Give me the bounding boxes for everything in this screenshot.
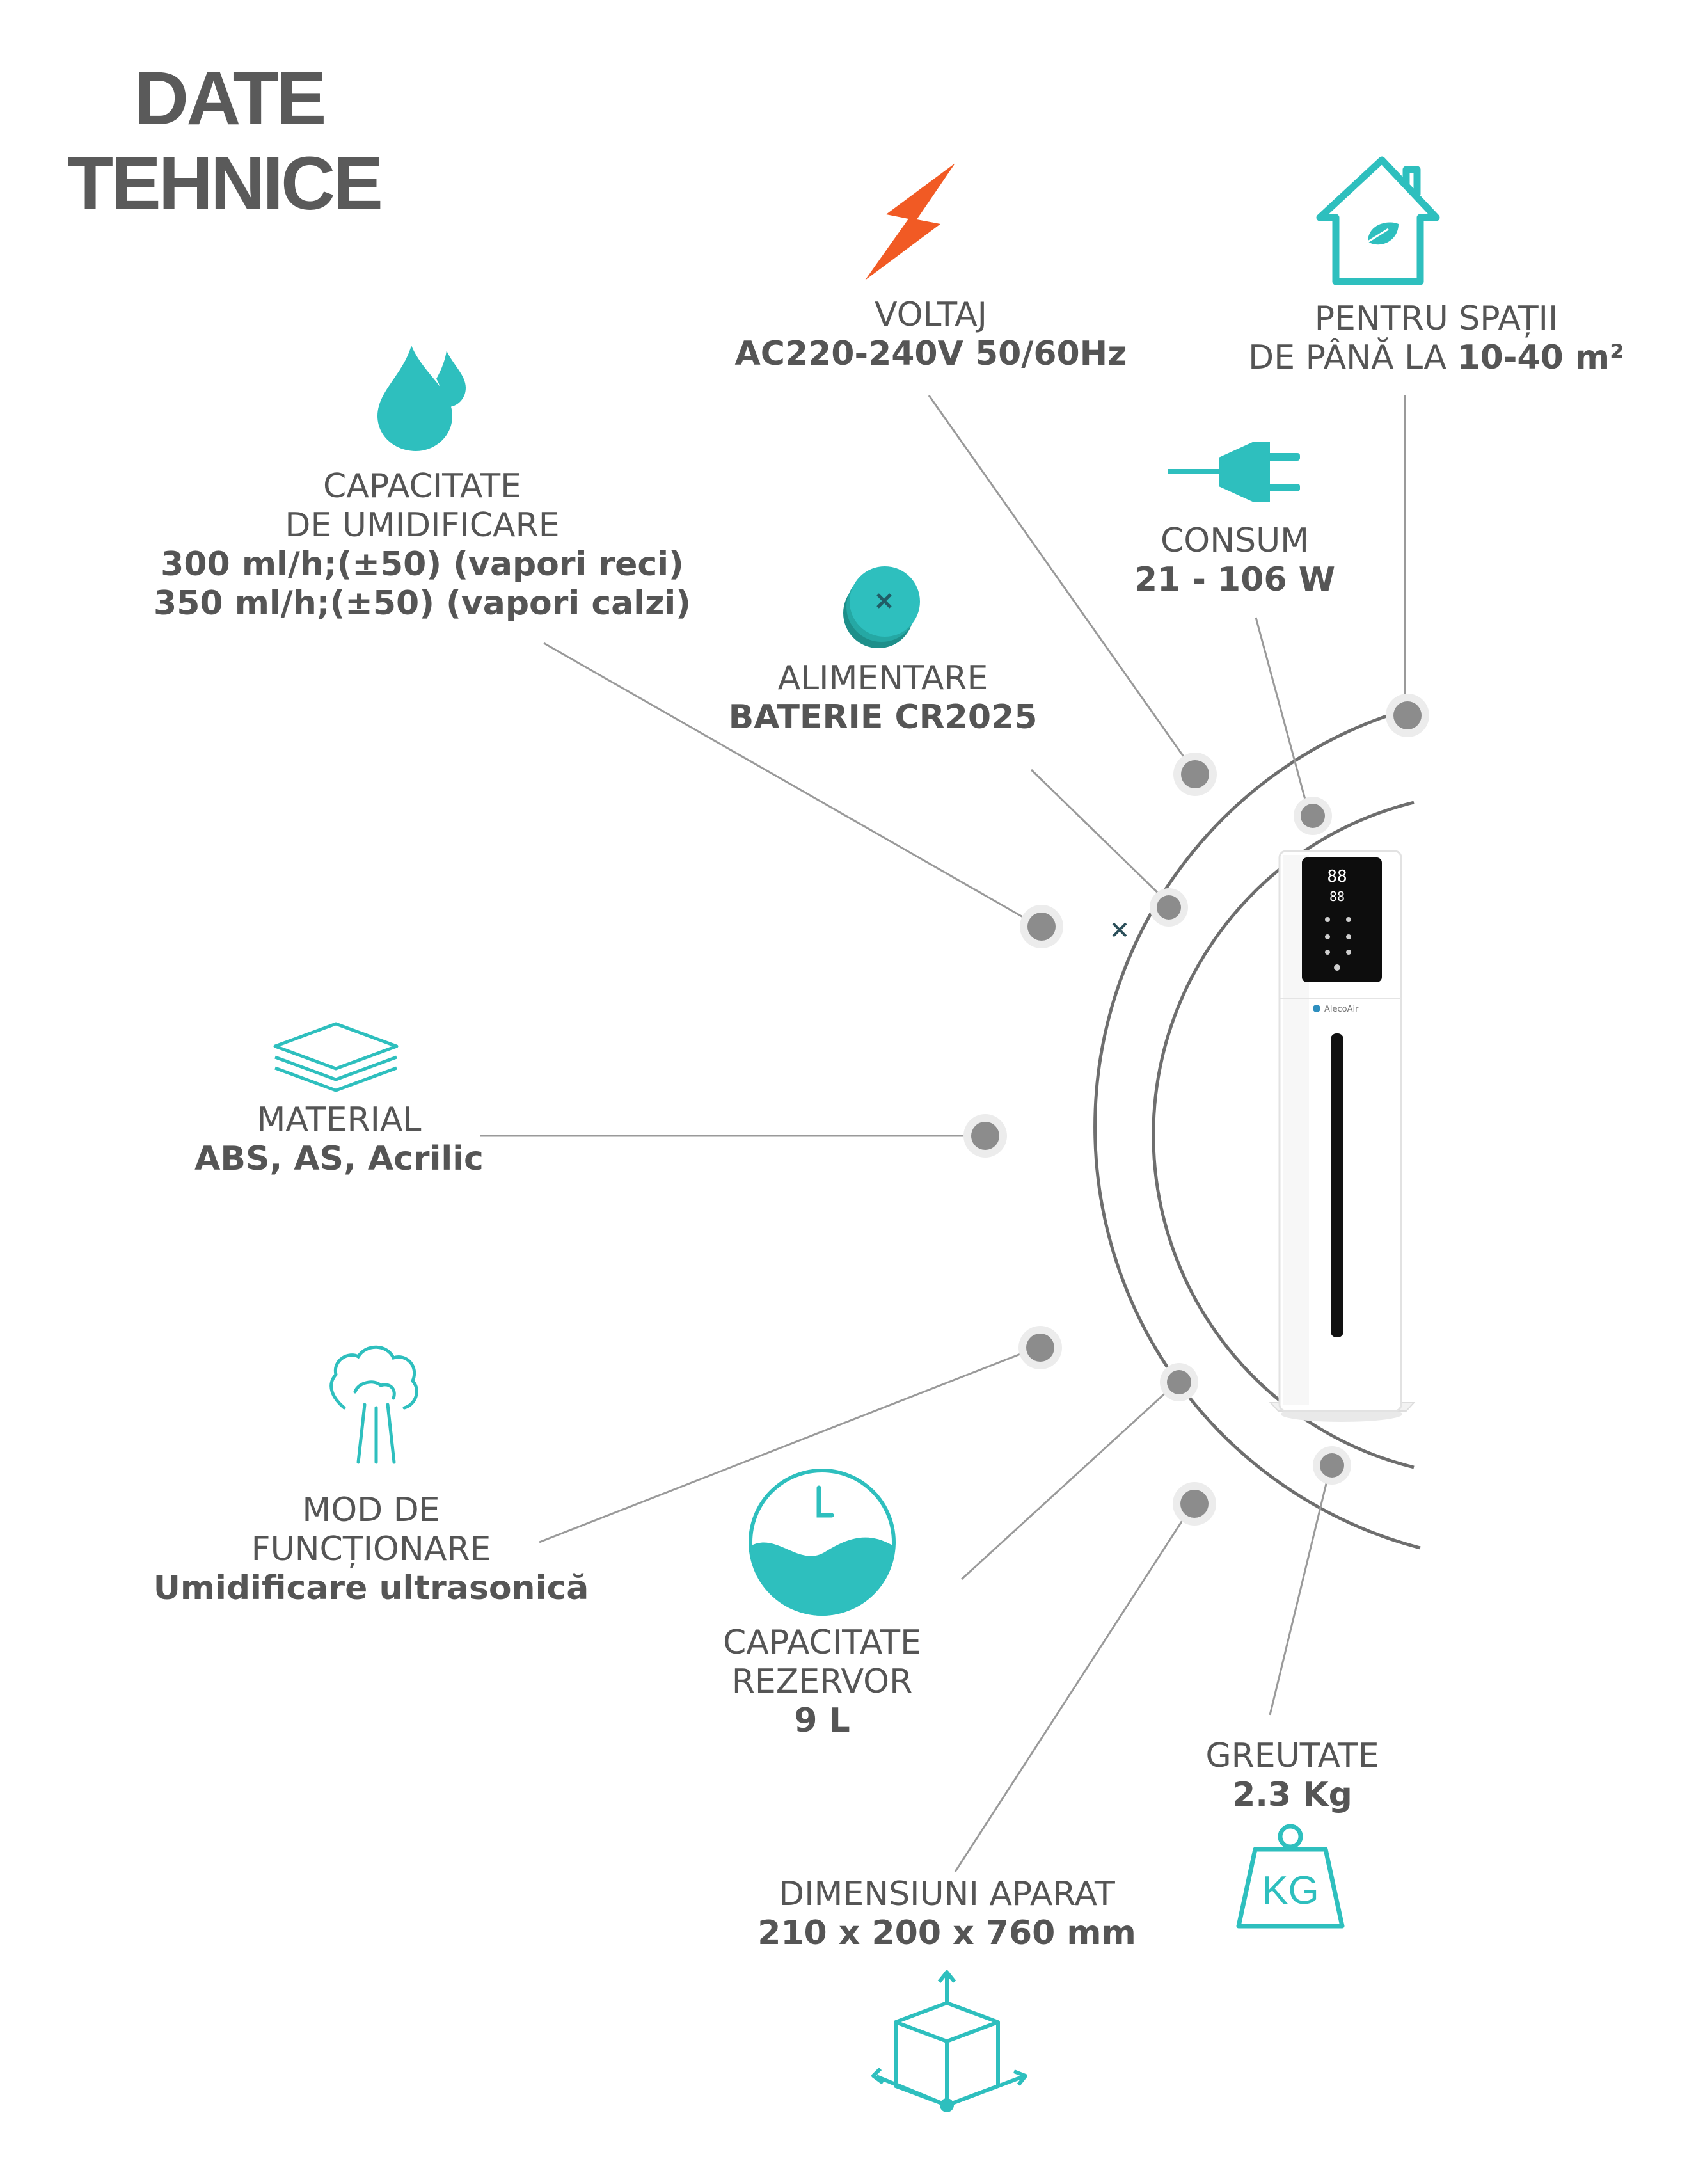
layers-icon: [273, 1022, 399, 1092]
device-brand: AlecoAir: [1324, 1005, 1359, 1014]
mod-heading2: FUNCȚIONARE: [251, 1530, 491, 1568]
connector-rezervor: [960, 1381, 1178, 1581]
dot-consum: [1294, 797, 1332, 835]
house-leaf-icon: [1316, 156, 1440, 285]
spec-umidificare: CAPACITATE DE UMIDIFICARE 300 ml/h;(±50)…: [141, 467, 704, 623]
consum-value: 21 - 106 W: [1134, 561, 1336, 599]
mod-value: Umidificare ultrasonică: [153, 1569, 589, 1607]
dot-greutate: [1313, 1446, 1351, 1485]
spec-mod: MOD DE FUNCȚIONARE Umidificare ultrasoni…: [147, 1491, 595, 1608]
alimentare-heading: ALIMENTARE: [777, 659, 988, 697]
display-bottom: 88: [1329, 889, 1345, 904]
material-value: ABS, AS, Acrilic: [194, 1140, 484, 1178]
page-title-line1: DATE: [134, 56, 326, 141]
material-heading: MATERIAL: [257, 1101, 422, 1139]
connector-alimentare: [1030, 769, 1169, 904]
connector-mod: [539, 1346, 1039, 1543]
spatii-prefix: DE PÂNĂ LA: [1248, 339, 1446, 377]
dot-rezervor: [1160, 1363, 1198, 1401]
rezervor-heading1: CAPACITATE: [722, 1623, 922, 1662]
consum-heading: CONSUM: [1160, 522, 1310, 560]
dimensiuni-heading: DIMENSIUNI APARAT: [779, 1875, 1115, 1913]
dot-dimensiuni: [1173, 1482, 1216, 1526]
connector-greutate: [1269, 1465, 1332, 1716]
spatii-value: 10-40 m²: [1457, 339, 1624, 377]
spec-consum: CONSUM 21 - 106 W: [1107, 522, 1363, 600]
mod-heading1: MOD DE: [302, 1491, 440, 1529]
leaf-icon: [1368, 222, 1399, 245]
spec-voltaj: VOLTAJ AC220-240V 50/60Hz: [697, 296, 1164, 374]
alimentare-value: BATERIE CR2025: [728, 698, 1038, 737]
outer-arc: [1093, 704, 1421, 1550]
display-top: 88: [1327, 867, 1347, 886]
lightning-icon: [865, 163, 955, 280]
rezervor-value: 9 L: [794, 1702, 850, 1740]
dot-voltaj: [1173, 753, 1217, 796]
spec-rezervor: CAPACITATE REZERVOR 9 L: [678, 1623, 966, 1741]
umidificare-heading2: DE UMIDIFICARE: [285, 506, 560, 545]
spec-greutate: GREUTATE 2.3 Kg: [1152, 1737, 1433, 1815]
spec-spatii: PENTRU SPAȚII DE PÂNĂ LA 10-40 m²: [1209, 299, 1663, 378]
dot-alimentare: [1150, 888, 1188, 927]
spatii-line2: DE PÂNĂ LA 10-40 m²: [1209, 339, 1663, 378]
coin-battery-icon: [843, 566, 920, 648]
voltaj-value: AC220-240V 50/60Hz: [734, 335, 1127, 373]
umidificare-heading1: CAPACITATE: [322, 467, 522, 506]
greutate-value: 2.3 Kg: [1232, 1776, 1352, 1814]
dimensiuni-value: 210 x 200 x 760 mm: [757, 1914, 1136, 1952]
umidificare-value2: 350 ml/h;(±50) (vapori calzi): [154, 584, 691, 623]
greutate-heading: GREUTATE: [1205, 1737, 1379, 1775]
spec-dimensiuni: DIMENSIUNI APARAT 210 x 200 x 760 mm: [710, 1875, 1184, 1953]
dot-spatii: [1386, 694, 1429, 737]
page-title-line2: TEHNICE: [67, 141, 383, 226]
connector-dots: [963, 694, 1429, 1526]
spec-alimentare: ALIMENTARE BATERIE CR2025: [704, 659, 1062, 737]
x-marker-icon: [1112, 922, 1127, 937]
connector-dimensiuni: [954, 1503, 1194, 1872]
water-tank-icon: [749, 1469, 896, 1616]
cube-dimensions-icon: [871, 1970, 1027, 2107]
spec-material: MATERIAL ABS, AS, Acrilic: [186, 1101, 493, 1179]
weight-kg-icon: KG: [1236, 1824, 1345, 1929]
umidificare-value1: 300 ml/h;(±50) (vapori reci): [161, 545, 684, 584]
weight-kg-text: KG: [1262, 1869, 1319, 1913]
connector-lines: [480, 395, 1406, 1872]
connector-consum: [1255, 617, 1311, 817]
dot-material: [963, 1114, 1007, 1158]
plug-icon: [1168, 442, 1300, 502]
dot-umidificare: [1020, 905, 1063, 948]
rezervor-heading2: REZERVOR: [731, 1662, 913, 1701]
water-drops-icon: [377, 346, 466, 451]
voltaj-heading: VOLTAJ: [874, 296, 988, 334]
mist-icon: [329, 1345, 418, 1464]
connector-umidificare: [543, 642, 1040, 928]
humidifier-device: 88 88 AlecoAir: [1269, 850, 1416, 1422]
connector-voltaj: [928, 395, 1195, 772]
spatii-heading: PENTRU SPAȚII: [1314, 299, 1558, 338]
dot-mod: [1018, 1326, 1062, 1369]
